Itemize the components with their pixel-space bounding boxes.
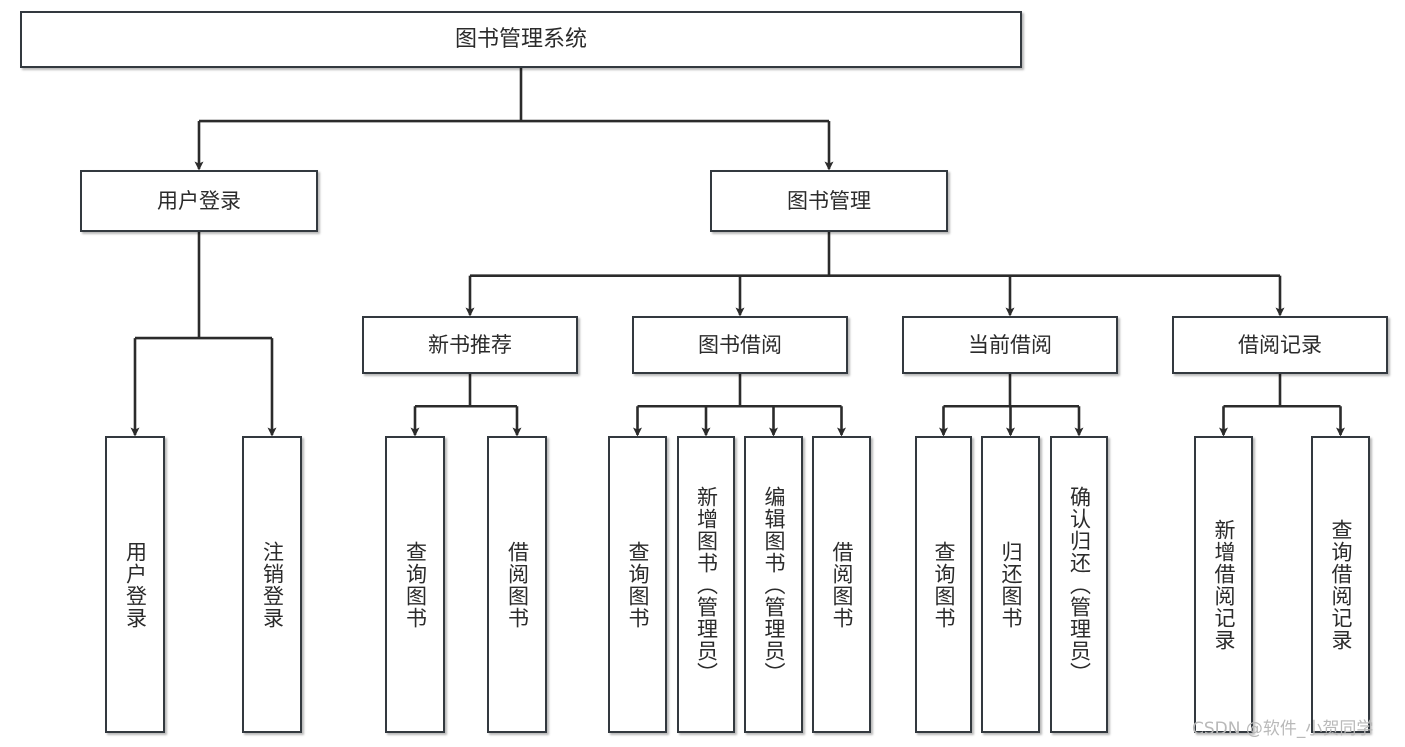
node-label: 归还图书 — [999, 540, 1023, 629]
node-borrow-record[interactable]: 借阅记录 — [1172, 316, 1388, 374]
node-current-borrow[interactable]: 当前借阅 — [902, 316, 1118, 374]
leaf-logout[interactable]: 注销登录 — [242, 436, 302, 733]
node-label: 查询图书 — [626, 540, 650, 629]
leaf-add-record[interactable]: 新增借阅记录 — [1194, 436, 1253, 733]
node-label: 图书管理 — [787, 188, 871, 213]
leaf-confirm-return[interactable]: 确认归还（管理员） — [1050, 436, 1108, 733]
leaf-query-record[interactable]: 查询借阅记录 — [1311, 436, 1370, 733]
leaf-query-book-2[interactable]: 查询图书 — [608, 436, 667, 733]
node-label: 确认归还（管理员） — [1067, 485, 1092, 684]
node-label: 借阅记录 — [1238, 332, 1322, 357]
node-label: 用户登录 — [157, 188, 241, 213]
leaf-query-book-1[interactable]: 查询图书 — [385, 436, 445, 733]
leaf-borrow-book-2[interactable]: 借阅图书 — [812, 436, 871, 733]
node-book-borrow[interactable]: 图书借阅 — [632, 316, 848, 374]
node-label: 图书管理系统 — [454, 26, 587, 52]
node-label: 借阅图书 — [505, 540, 530, 629]
node-user-login[interactable]: 用户登录 — [80, 170, 318, 232]
node-label: 注销登录 — [260, 540, 285, 629]
node-new-book-recommend[interactable]: 新书推荐 — [362, 316, 578, 374]
node-label: 当前借阅 — [968, 332, 1052, 357]
leaf-edit-book[interactable]: 编辑图书（管理员） — [744, 436, 803, 733]
leaf-query-book-3[interactable]: 查询图书 — [915, 436, 972, 733]
node-book-management[interactable]: 图书管理 — [710, 170, 948, 232]
node-label: 查询图书 — [932, 540, 956, 629]
leaf-borrow-book-1[interactable]: 借阅图书 — [487, 436, 547, 733]
leaf-user-login[interactable]: 用户登录 — [105, 436, 165, 733]
node-label: 编辑图书（管理员） — [762, 485, 786, 684]
node-label: 用户登录 — [123, 540, 148, 629]
node-label: 查询借阅记录 — [1329, 518, 1353, 651]
node-label: 新增图书（管理员） — [694, 485, 719, 684]
node-label: 查询图书 — [403, 540, 428, 629]
leaf-add-book[interactable]: 新增图书（管理员） — [677, 436, 735, 733]
node-label: 借阅图书 — [830, 540, 854, 629]
leaf-return-book[interactable]: 归还图书 — [981, 436, 1040, 733]
node-label: 新书推荐 — [428, 332, 512, 357]
node-label: 新增借阅记录 — [1212, 518, 1236, 651]
node-book-management-system[interactable]: 图书管理系统 — [20, 11, 1022, 68]
node-label: 图书借阅 — [698, 332, 782, 357]
